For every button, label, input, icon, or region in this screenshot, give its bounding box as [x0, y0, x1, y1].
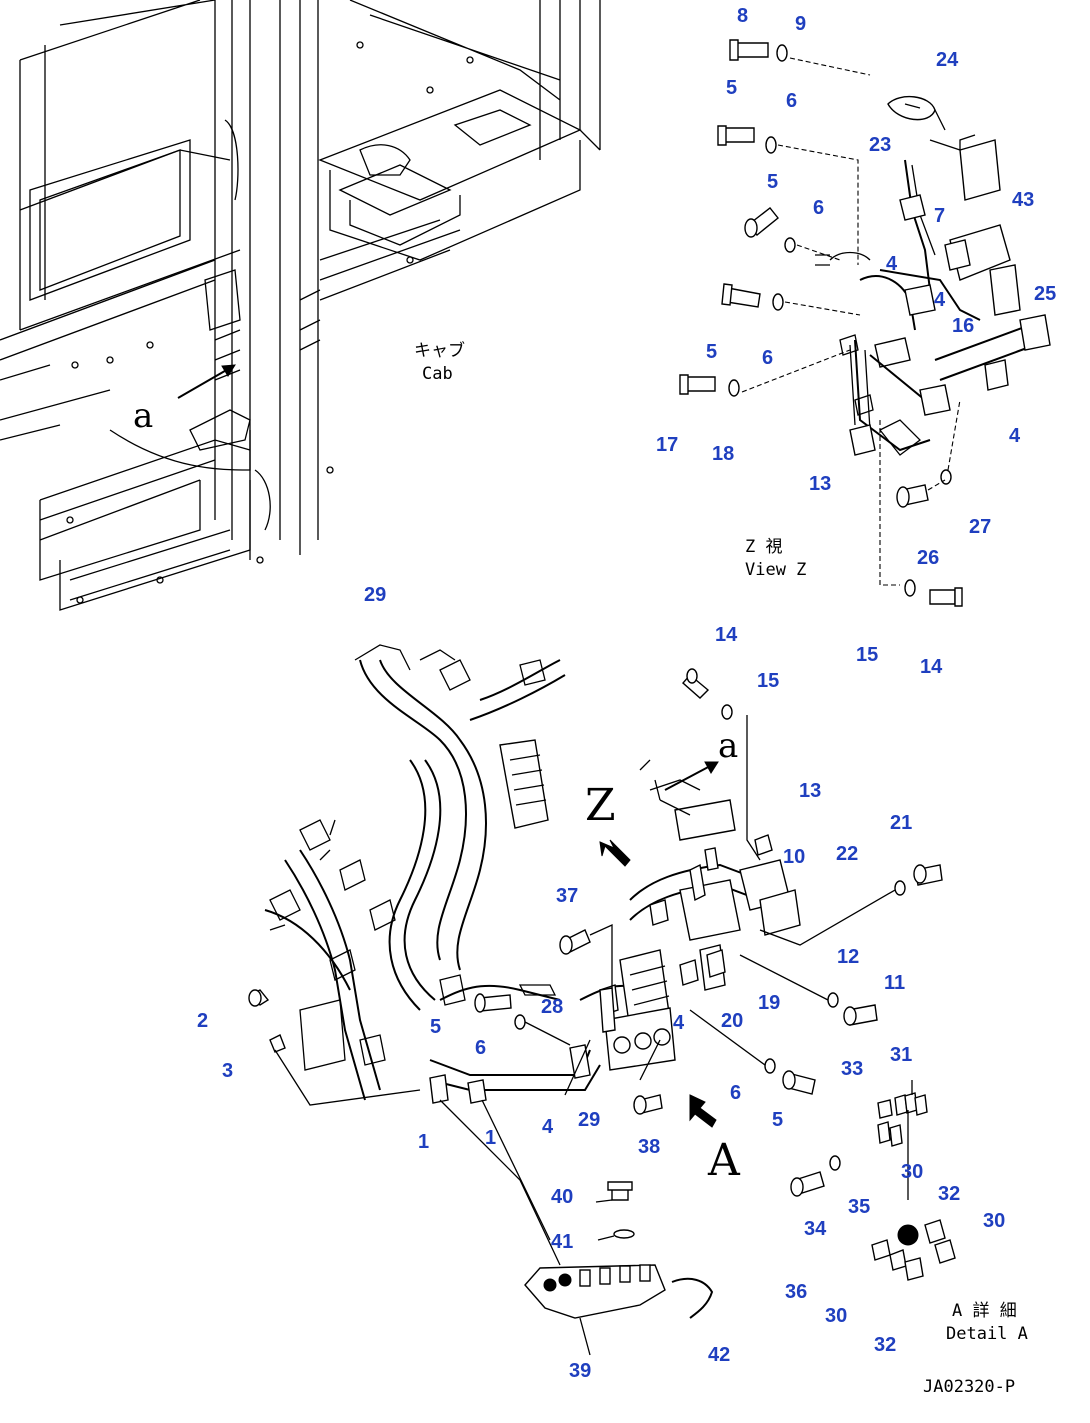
- callout-29: 29: [578, 1109, 600, 1131]
- callout-4: 4: [1009, 425, 1021, 447]
- cab-frame: [0, 0, 601, 611]
- callout-30: 30: [825, 1305, 847, 1327]
- callout-9: 9: [795, 13, 806, 35]
- callout-24: 24: [936, 49, 959, 71]
- callout-16: 16: [952, 315, 974, 337]
- callout-10: 10: [783, 846, 805, 868]
- main-harness: [248, 644, 943, 1266]
- view-z-label-jp: Z 視: [745, 537, 782, 557]
- callout-18: 18: [712, 443, 734, 465]
- callout-8: 8: [737, 5, 748, 27]
- callout-36: 36: [785, 1281, 807, 1303]
- letter-a-lower-2: a: [718, 726, 738, 766]
- bracket-assembly: [524, 1181, 714, 1356]
- callout-23: 23: [869, 134, 891, 156]
- callout-4: 4: [542, 1116, 554, 1138]
- callout-5: 5: [430, 1016, 441, 1038]
- callout-19: 19: [758, 992, 780, 1014]
- view-z-assembly: [679, 39, 1051, 607]
- letter-a-lower: a: [133, 396, 153, 436]
- callout-6: 6: [786, 90, 797, 112]
- callout-5: 5: [726, 77, 737, 99]
- cab-label-jp: キャブ: [414, 340, 465, 361]
- callout-4: 4: [934, 289, 946, 311]
- callout-12: 12: [837, 946, 859, 968]
- callout-1: 1: [485, 1127, 496, 1149]
- detail-a-assembly: [790, 1080, 956, 1281]
- callout-34: 34: [804, 1218, 827, 1240]
- callout-13: 13: [799, 780, 821, 802]
- callout-38: 38: [638, 1136, 660, 1158]
- callout-33: 33: [841, 1058, 863, 1080]
- callout-42: 42: [708, 1344, 730, 1366]
- callout-6: 6: [475, 1037, 486, 1059]
- callout-1: 1: [418, 1131, 429, 1153]
- callout-15: 15: [856, 644, 878, 666]
- callout-2: 2: [197, 1010, 208, 1032]
- letter-a-upper: A: [707, 1135, 741, 1186]
- callout-14: 14: [920, 656, 943, 678]
- callout-labels: 8 9 24 5 6 23 5 6 7 43 4 4 25 16 5 6 17 …: [197, 5, 1056, 1382]
- callout-41: 41: [551, 1231, 573, 1253]
- callout-21: 21: [890, 812, 912, 834]
- callout-40: 40: [551, 1186, 573, 1208]
- callout-30: 30: [983, 1210, 1005, 1232]
- view-z-label-en: View Z: [745, 560, 806, 580]
- callout-4: 4: [673, 1012, 685, 1034]
- callout-20: 20: [721, 1010, 743, 1032]
- cab-label-en: Cab: [422, 364, 453, 384]
- detail-a-label-jp: A 詳 細: [952, 1301, 1017, 1321]
- callout-14: 14: [715, 624, 738, 646]
- callout-5: 5: [767, 171, 778, 193]
- callout-15: 15: [757, 670, 779, 692]
- drawing-number: JA02320-P: [923, 1377, 1015, 1397]
- letter-z: Z: [585, 780, 616, 831]
- callout-30: 30: [901, 1161, 923, 1183]
- callout-32: 32: [938, 1183, 960, 1205]
- callout-4: 4: [886, 253, 898, 275]
- callout-5: 5: [706, 341, 717, 363]
- callout-43: 43: [1012, 189, 1034, 211]
- callout-6: 6: [730, 1082, 741, 1104]
- callout-7: 7: [934, 205, 945, 227]
- callout-35: 35: [848, 1196, 870, 1218]
- callout-6: 6: [813, 197, 824, 219]
- callout-28: 28: [541, 996, 563, 1018]
- callout-6: 6: [762, 347, 773, 369]
- callout-5: 5: [772, 1109, 783, 1131]
- callout-29: 29: [364, 584, 386, 606]
- callout-37: 37: [556, 885, 578, 907]
- callout-22: 22: [836, 843, 858, 865]
- callout-32: 32: [874, 1334, 896, 1356]
- callout-3: 3: [222, 1060, 233, 1082]
- detail-a-label-en: Detail A: [946, 1324, 1028, 1344]
- callout-39: 39: [569, 1360, 591, 1382]
- callout-13: 13: [809, 473, 831, 495]
- callout-31: 31: [890, 1044, 912, 1066]
- callout-27: 27: [969, 516, 991, 538]
- callout-26: 26: [917, 547, 939, 569]
- callout-25: 25: [1034, 283, 1056, 305]
- callout-11: 11: [884, 972, 905, 994]
- callout-17: 17: [656, 434, 678, 456]
